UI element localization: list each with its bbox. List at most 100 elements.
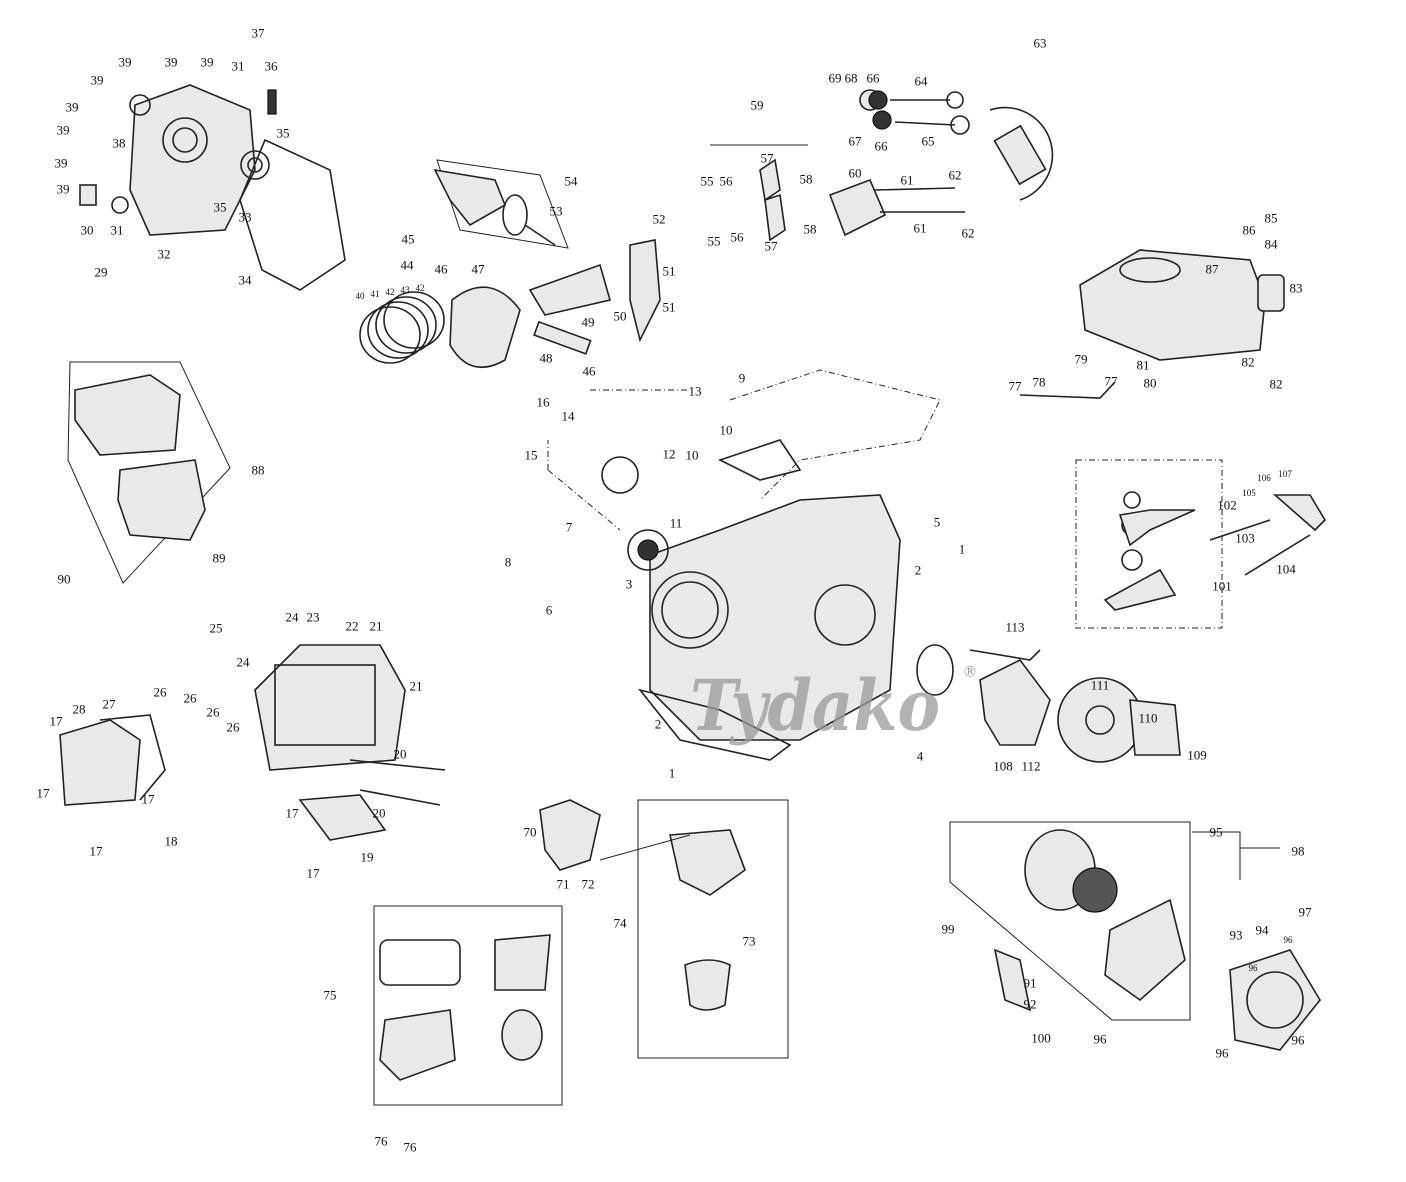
part-label-30: 30 bbox=[81, 223, 94, 238]
part-label-66: 66 bbox=[867, 71, 881, 86]
part-label-108: 108 bbox=[993, 759, 1013, 774]
crankcase-cover bbox=[79, 84, 346, 291]
part-label-39: 39 bbox=[91, 73, 104, 88]
part-label-50: 50 bbox=[614, 309, 627, 324]
crankcase-block bbox=[547, 369, 941, 761]
part-label-51: 51 bbox=[663, 300, 676, 315]
part-label-106: 106 bbox=[1257, 473, 1271, 483]
part-label-32: 32 bbox=[158, 247, 171, 262]
watermark: Tydako bbox=[690, 664, 940, 747]
part-label-26: 26 bbox=[227, 720, 241, 735]
part-label-45: 45 bbox=[402, 232, 415, 247]
part-label-22: 22 bbox=[346, 619, 359, 634]
part-label-61: 61 bbox=[914, 221, 927, 236]
part-label-90: 90 bbox=[58, 572, 71, 587]
part-label-87: 87 bbox=[1206, 262, 1220, 277]
part-label-44: 44 bbox=[401, 258, 415, 273]
part-label-16: 16 bbox=[537, 395, 551, 410]
part-label-35: 35 bbox=[277, 126, 290, 141]
part-label-60: 60 bbox=[849, 166, 862, 181]
part-label-54: 54 bbox=[565, 174, 579, 189]
part-label-29: 29 bbox=[95, 265, 108, 280]
part-label-43: 43 bbox=[401, 285, 411, 295]
part-label-37: 37 bbox=[252, 26, 266, 41]
part-label-105: 105 bbox=[1242, 488, 1256, 498]
part-label-39: 39 bbox=[165, 55, 178, 70]
muffler-group bbox=[67, 361, 231, 584]
part-label-17: 17 bbox=[286, 806, 300, 821]
carburetor-group bbox=[539, 799, 789, 1059]
part-label-74: 74 bbox=[614, 916, 628, 931]
part-label-26: 26 bbox=[154, 685, 168, 700]
part-label-24: 24 bbox=[237, 655, 251, 670]
part-label-26: 26 bbox=[184, 691, 198, 706]
part-label-42: 42 bbox=[386, 287, 395, 297]
part-label-12: 12 bbox=[663, 447, 676, 462]
part-label-110: 110 bbox=[1138, 711, 1157, 726]
part-label-39: 39 bbox=[119, 55, 132, 70]
part-label-56: 56 bbox=[720, 174, 734, 189]
part-label-86: 86 bbox=[1243, 223, 1257, 238]
part-label-6: 6 bbox=[546, 603, 553, 618]
part-label-18: 18 bbox=[165, 834, 178, 849]
part-label-20: 20 bbox=[394, 747, 407, 762]
part-label-96: 96 bbox=[1249, 963, 1259, 973]
part-label-58: 58 bbox=[800, 172, 813, 187]
part-label-48: 48 bbox=[540, 351, 553, 366]
part-label-73: 73 bbox=[743, 934, 756, 949]
part-label-35: 35 bbox=[214, 200, 227, 215]
part-label-11: 11 bbox=[670, 516, 683, 531]
part-label-1: 1 bbox=[669, 766, 676, 781]
part-label-57: 57 bbox=[765, 239, 779, 254]
part-label-89: 89 bbox=[213, 551, 226, 566]
part-label-17: 17 bbox=[307, 866, 321, 881]
part-label-70: 70 bbox=[524, 825, 537, 840]
part-label-10: 10 bbox=[686, 448, 699, 463]
part-label-46: 46 bbox=[583, 364, 597, 379]
governor-group bbox=[1075, 459, 1327, 629]
part-label-76: 76 bbox=[375, 1134, 389, 1149]
part-label-46: 46 bbox=[435, 262, 449, 277]
part-label-21: 21 bbox=[370, 619, 383, 634]
part-label-96: 96 bbox=[1292, 1033, 1306, 1048]
part-label-61: 61 bbox=[901, 173, 914, 188]
part-label-13: 13 bbox=[689, 384, 702, 399]
part-label-31: 31 bbox=[111, 223, 124, 238]
part-label-2: 2 bbox=[655, 717, 662, 732]
part-label-69: 69 bbox=[829, 71, 842, 86]
watermark-registered-mark: ® bbox=[964, 664, 976, 681]
part-label-68: 68 bbox=[845, 71, 858, 86]
part-label-38: 38 bbox=[113, 136, 126, 151]
part-label-34: 34 bbox=[239, 273, 253, 288]
part-label-91: 91 bbox=[1024, 976, 1037, 991]
part-label-107: 107 bbox=[1278, 469, 1292, 479]
part-label-71: 71 bbox=[557, 877, 570, 892]
part-label-27: 27 bbox=[103, 697, 117, 712]
part-label-25: 25 bbox=[210, 621, 223, 636]
crankshaft-group bbox=[433, 159, 569, 249]
part-label-39: 39 bbox=[57, 182, 70, 197]
part-label-77: 77 bbox=[1105, 374, 1119, 389]
part-label-82: 82 bbox=[1270, 377, 1283, 392]
part-label-55: 55 bbox=[708, 234, 721, 249]
part-label-39: 39 bbox=[201, 55, 214, 70]
flywheel-group bbox=[916, 644, 1181, 763]
part-label-57: 57 bbox=[761, 151, 775, 166]
part-label-109: 109 bbox=[1187, 748, 1207, 763]
part-label-4: 4 bbox=[917, 749, 924, 764]
part-label-19: 19 bbox=[361, 850, 374, 865]
cylinder-head-group bbox=[59, 644, 446, 841]
part-label-23: 23 bbox=[307, 610, 320, 625]
part-label-2: 2 bbox=[915, 563, 922, 578]
piston-group bbox=[359, 239, 661, 369]
part-label-3: 3 bbox=[626, 577, 633, 592]
part-label-64: 64 bbox=[915, 74, 929, 89]
part-label-88: 88 bbox=[252, 463, 265, 478]
part-label-96: 96 bbox=[1284, 935, 1294, 945]
part-label-111: 111 bbox=[1091, 678, 1110, 693]
part-label-62: 62 bbox=[962, 226, 975, 241]
part-label-103: 103 bbox=[1235, 531, 1255, 546]
air-filter-group bbox=[373, 905, 563, 1106]
